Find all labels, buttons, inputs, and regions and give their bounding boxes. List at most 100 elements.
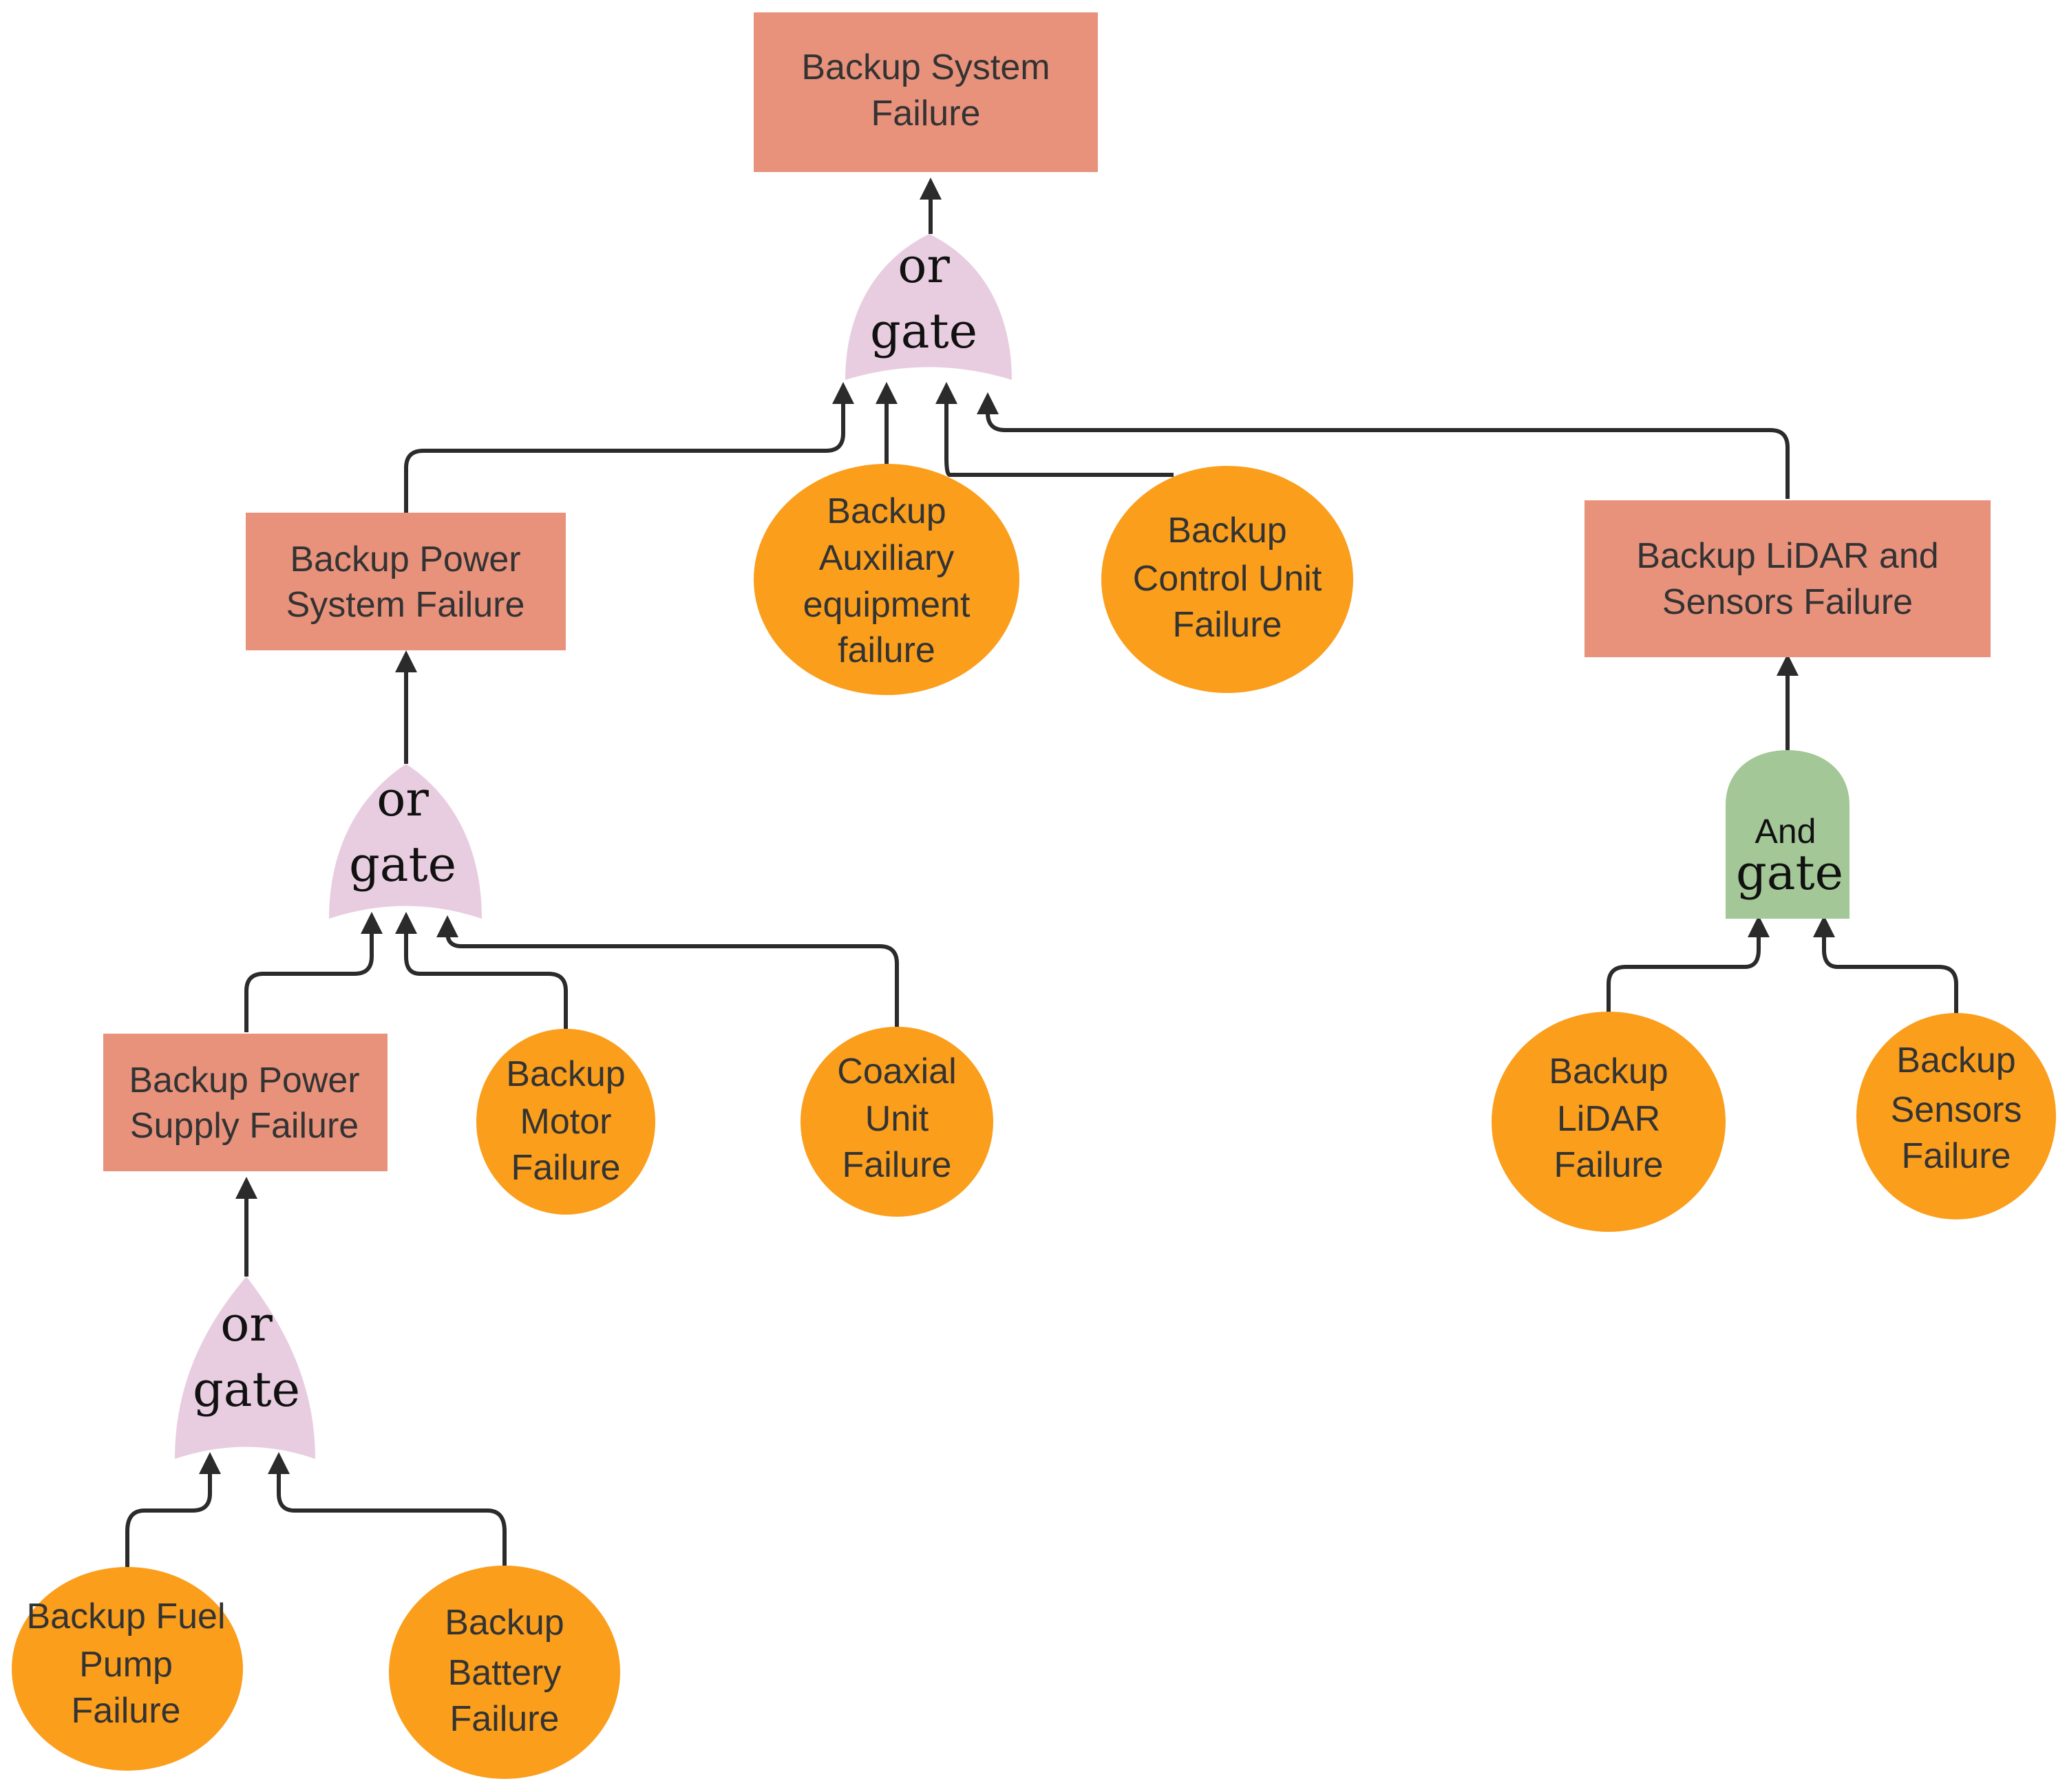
event-power-system-line-2: System Failure xyxy=(286,585,525,625)
event-power-supply-line-2: Supply Failure xyxy=(130,1106,359,1146)
event-lidar-sensors-line-1: Backup LiDAR and xyxy=(1636,536,1938,576)
arrowhead-icon xyxy=(977,392,999,414)
arrowhead-icon xyxy=(1777,654,1799,676)
event-power-supply-line-1: Backup Power xyxy=(129,1060,359,1100)
event-control-unit-line-2: Control Unit xyxy=(1133,559,1322,599)
event-auxiliary-line-3: equipment xyxy=(803,585,971,625)
gate-power-supply-or-line-2: gate xyxy=(193,1361,300,1418)
event-motor-line-1: Backup xyxy=(506,1054,625,1094)
event-fuel-pump-circle xyxy=(12,1567,243,1771)
connector-lidar-to-andgate xyxy=(1607,929,1761,1015)
event-lidar-sensors-box xyxy=(1584,500,1991,657)
event-sensors[interactable]: Backup Sensors Failure xyxy=(1856,1013,2056,1219)
event-motor-line-3: Failure xyxy=(511,1148,621,1188)
event-coaxial-line-1: Coaxial xyxy=(837,1052,956,1091)
gate-power-system-or[interactable]: or gate xyxy=(329,764,482,919)
event-battery-line-1: Backup xyxy=(445,1603,564,1643)
event-lidar-line-1: Backup xyxy=(1549,1052,1668,1091)
event-auxiliary-line-2: Auxiliary xyxy=(819,538,955,578)
event-battery[interactable]: Backup Battery Failure xyxy=(389,1566,620,1779)
event-top-box xyxy=(754,12,1098,172)
event-battery-line-3: Failure xyxy=(450,1699,560,1739)
event-coaxial-line-3: Failure xyxy=(842,1145,952,1185)
or-gate-icon xyxy=(329,764,482,919)
arrowheads xyxy=(199,178,1835,1474)
event-coaxial-line-2: Unit xyxy=(865,1099,929,1139)
arrowhead-icon xyxy=(395,650,417,672)
and-gate-icon xyxy=(1726,750,1849,919)
event-sensors-line-1: Backup xyxy=(1896,1041,2015,1080)
arrowhead-icon xyxy=(1813,915,1835,937)
event-control-unit-circle xyxy=(1101,466,1353,693)
arrowhead-icon xyxy=(1748,915,1770,937)
event-coaxial[interactable]: Coaxial Unit Failure xyxy=(801,1027,993,1217)
connectors xyxy=(125,191,1958,1572)
event-control-unit[interactable]: Backup Control Unit Failure xyxy=(1101,466,1353,693)
event-power-system-box xyxy=(246,513,566,650)
event-motor-circle xyxy=(476,1029,655,1215)
event-motor[interactable]: Backup Motor Failure xyxy=(476,1029,655,1215)
event-auxiliary[interactable]: Backup Auxiliary equipment failure xyxy=(754,464,1019,695)
connector-lidar-sensors-to-top-gate xyxy=(986,406,1790,499)
event-top-line-2: Failure xyxy=(871,94,981,134)
event-lidar-line-2: LiDAR xyxy=(1557,1099,1660,1139)
event-auxiliary-line-4: failure xyxy=(838,630,935,670)
event-fuel-pump-line-2: Pump xyxy=(79,1645,173,1685)
event-fuel-pump-line-1: Backup Fuel xyxy=(26,1597,225,1636)
event-power-system[interactable]: Backup Power System Failure xyxy=(246,513,566,650)
connector-battery-to-gate xyxy=(277,1466,507,1572)
arrowhead-icon xyxy=(832,382,854,404)
event-battery-circle xyxy=(389,1566,620,1779)
connector-fuel-pump-to-gate xyxy=(125,1466,212,1572)
gate-top-or-line-1: or xyxy=(898,237,950,294)
gate-top-or-line-2: gate xyxy=(870,303,977,359)
event-lidar-sensors[interactable]: Backup LiDAR and Sensors Failure xyxy=(1584,500,1991,657)
event-sensors-circle xyxy=(1856,1013,2056,1219)
connector-motor-to-gate xyxy=(404,926,568,1032)
gate-lidar-and-line-2: gate xyxy=(1736,844,1843,901)
event-top-line-1: Backup System xyxy=(801,47,1050,87)
event-lidar-circle xyxy=(1492,1012,1726,1232)
gate-power-system-or-line-2: gate xyxy=(349,836,456,893)
gate-lidar-and-line-1: And xyxy=(1755,812,1816,851)
gate-power-supply-or-line-1: or xyxy=(220,1296,273,1352)
arrowhead-icon xyxy=(876,382,898,404)
gate-top-or[interactable]: or gate xyxy=(845,234,1012,380)
event-power-supply-box xyxy=(103,1034,388,1171)
arrowhead-icon xyxy=(199,1452,221,1474)
event-top[interactable]: Backup System Failure xyxy=(754,12,1098,172)
connector-sensors-to-andgate xyxy=(1822,929,1958,1015)
event-control-unit-line-3: Failure xyxy=(1173,605,1282,645)
arrowhead-icon xyxy=(935,382,957,404)
event-fuel-pump-line-3: Failure xyxy=(72,1691,181,1731)
event-motor-line-2: Motor xyxy=(520,1102,612,1142)
arrowhead-icon xyxy=(268,1452,290,1474)
event-auxiliary-circle xyxy=(754,464,1019,695)
arrowhead-icon xyxy=(920,178,942,200)
event-fuel-pump[interactable]: Backup Fuel Pump Failure xyxy=(12,1567,243,1771)
connector-coaxial-to-gate xyxy=(445,929,899,1029)
gate-power-system-or-line-1: or xyxy=(377,771,429,827)
event-sensors-line-3: Failure xyxy=(1902,1136,2011,1176)
event-power-system-line-1: Backup Power xyxy=(290,540,520,579)
gate-power-supply-or[interactable]: or gate xyxy=(175,1277,315,1459)
gate-lidar-and[interactable]: And gate xyxy=(1726,750,1849,919)
event-power-supply[interactable]: Backup Power Supply Failure xyxy=(103,1034,388,1171)
arrowhead-icon xyxy=(235,1177,257,1199)
or-gate-icon xyxy=(175,1277,315,1459)
connector-control-unit-to-top-gate xyxy=(944,396,1174,477)
event-lidar[interactable]: Backup LiDAR Failure xyxy=(1492,1012,1726,1232)
event-lidar-sensors-line-2: Sensors Failure xyxy=(1662,582,1913,622)
event-coaxial-circle xyxy=(801,1027,993,1217)
event-battery-line-2: Battery xyxy=(448,1653,562,1693)
event-auxiliary-line-1: Backup xyxy=(827,491,946,531)
event-control-unit-line-1: Backup xyxy=(1167,511,1286,551)
connector-power-system-to-top-gate xyxy=(404,396,845,513)
connector-power-supply-to-gate xyxy=(244,926,374,1032)
arrowhead-icon xyxy=(395,912,417,934)
arrowhead-icon xyxy=(436,915,458,937)
event-lidar-line-3: Failure xyxy=(1554,1145,1664,1185)
arrowhead-icon xyxy=(361,912,383,934)
event-sensors-line-2: Sensors xyxy=(1891,1090,2022,1130)
